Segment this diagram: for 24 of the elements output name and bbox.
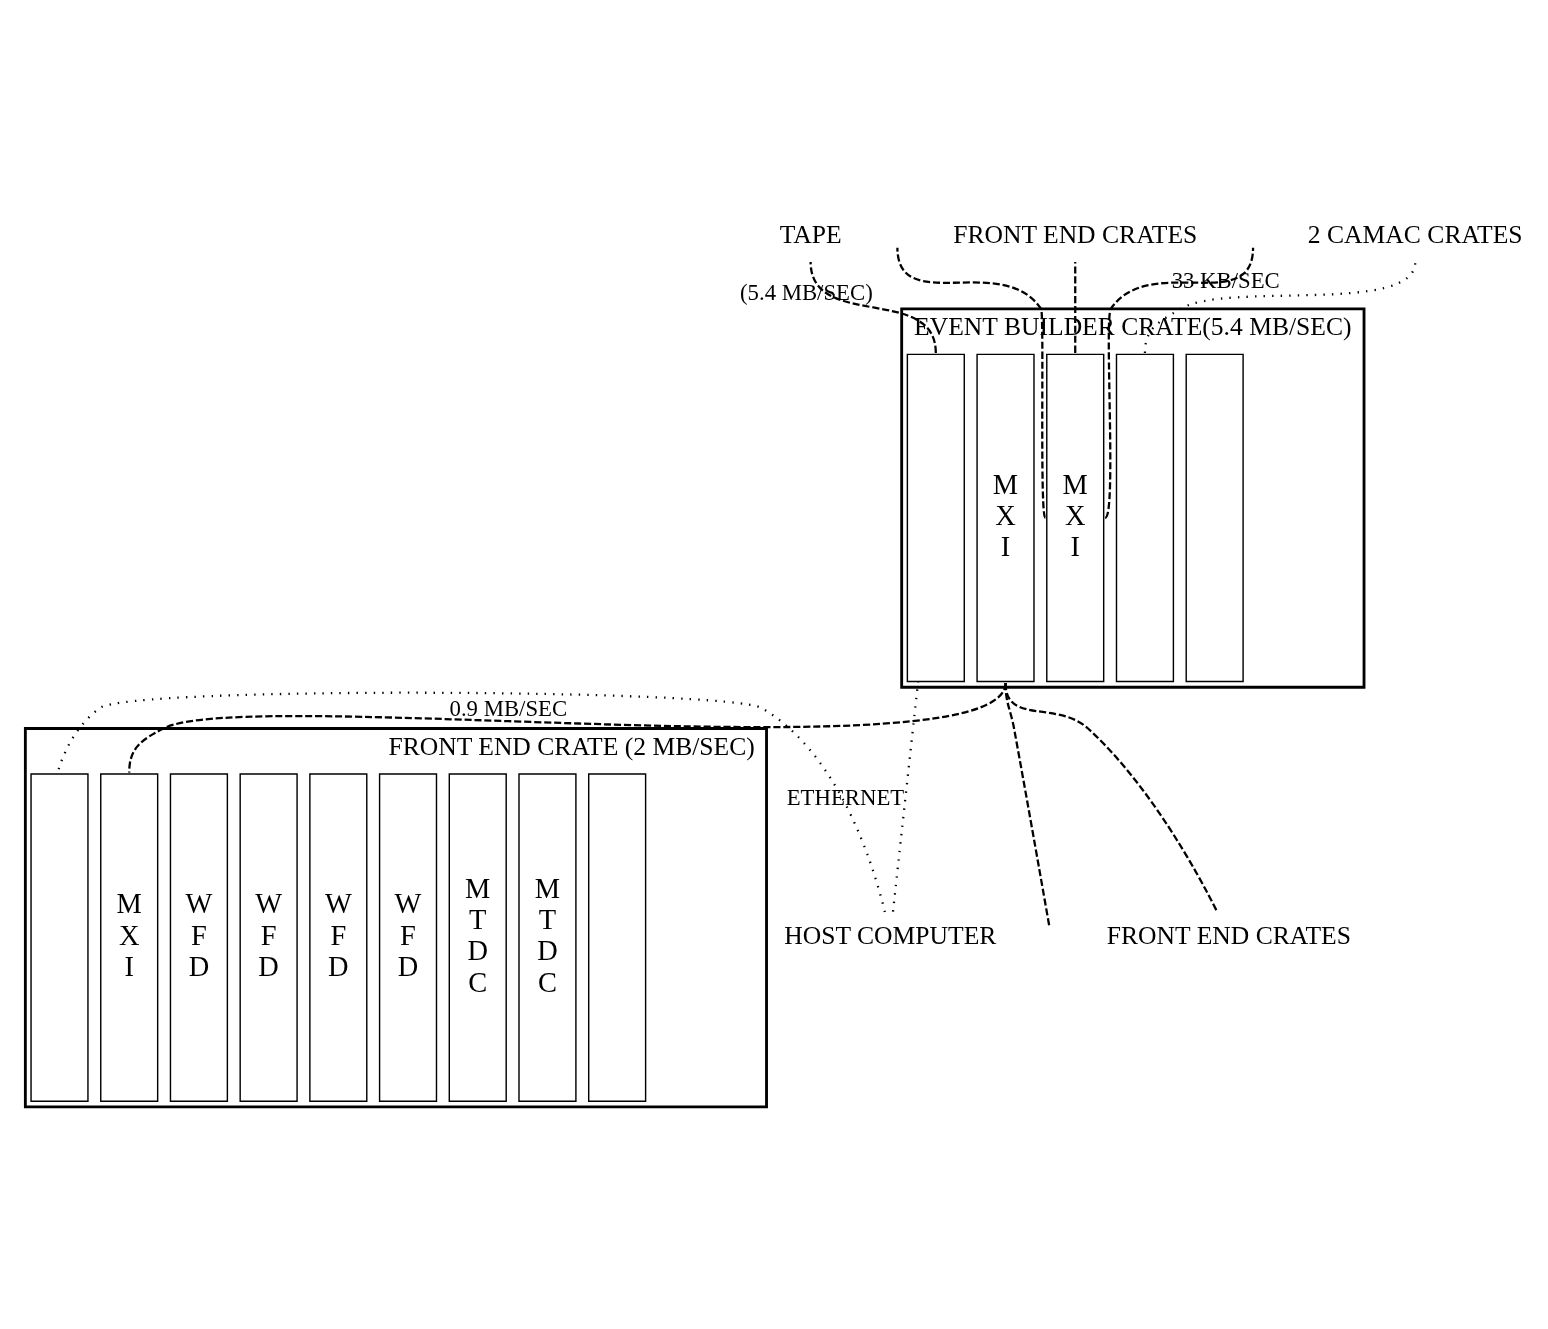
node-box [906, 353, 965, 683]
edge-label: ETHERNET [786, 785, 905, 810]
node-text: 2 CAMAC CRATES [1307, 219, 1523, 249]
node-box: M T D C [518, 773, 577, 1102]
node-text: FRONT END CRATES [1106, 920, 1351, 950]
node-box: M X I [1046, 353, 1105, 683]
node-box: M X I [100, 773, 159, 1102]
node-box [588, 773, 647, 1102]
node-box: W F D [378, 773, 438, 1102]
node-text: FRONT END CRATES [953, 219, 1198, 249]
connector [1143, 261, 1417, 353]
node-text: TAPE [779, 219, 842, 249]
node-box: W F D [239, 773, 298, 1102]
node-box: M X I [976, 353, 1035, 683]
node-box [30, 773, 89, 1102]
connector [56, 691, 886, 913]
node-box [1185, 353, 1244, 683]
node-box: M T D C [448, 773, 507, 1102]
edge-label: 0.9 MB/SEC [449, 695, 568, 721]
connector [1004, 682, 1051, 928]
node-box: W F D [169, 773, 229, 1102]
node-text: HOST COMPUTER [784, 920, 997, 950]
node-box: W F D [309, 773, 368, 1102]
node-box [1115, 353, 1175, 683]
